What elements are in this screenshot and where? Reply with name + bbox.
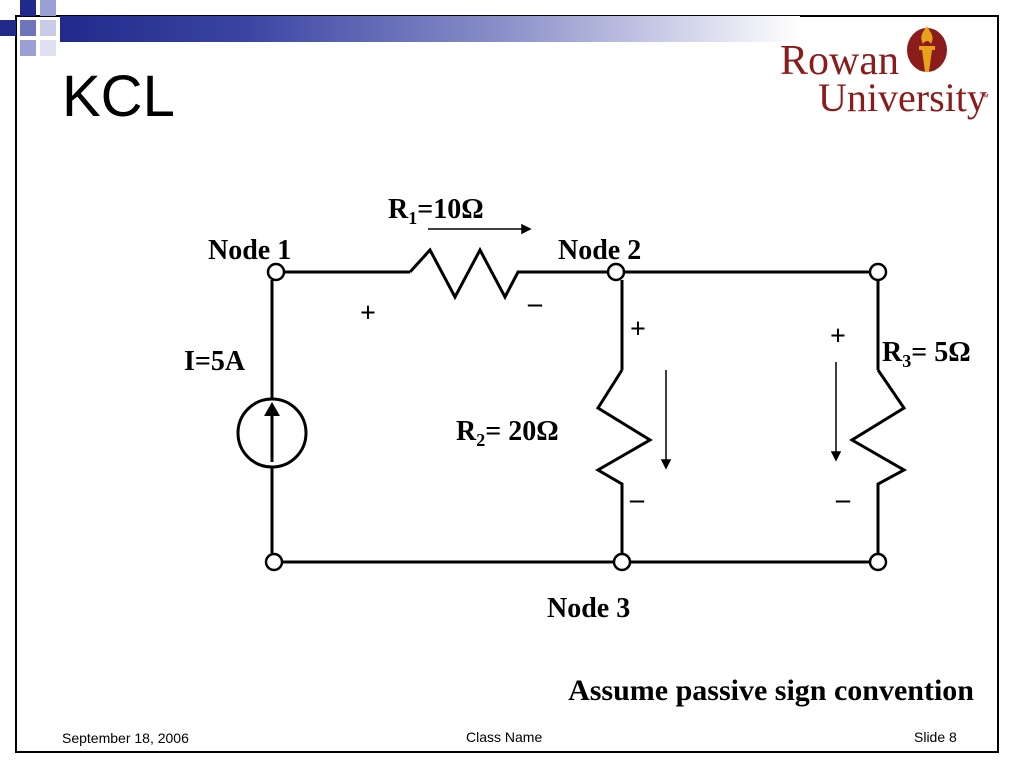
corner-square-3 — [0, 20, 16, 36]
resistor-r1 — [408, 246, 608, 301]
terminal-top-right — [868, 262, 888, 282]
terminal-bottom-right — [868, 552, 888, 572]
r1-label: R1=10Ω — [388, 194, 484, 228]
terminal-node3 — [612, 552, 632, 572]
terminal-bottom-left — [264, 552, 284, 572]
logo-trademark: ™ — [980, 92, 989, 102]
r1-minus: – — [527, 288, 543, 319]
r2-plus: + — [630, 314, 646, 345]
rowan-logo: Rowan University ™ — [780, 20, 990, 120]
r3-plus: + — [830, 321, 846, 352]
node1-label: Node 1 — [208, 235, 291, 266]
corner-square-2 — [40, 0, 56, 16]
note-text: Assume passive sign convention — [568, 674, 974, 707]
corner-square-7 — [40, 40, 56, 56]
footer-date: September 18, 2006 — [62, 730, 189, 746]
terminal-node2 — [606, 262, 626, 282]
current-source — [236, 397, 308, 469]
source-label: I=5A — [184, 346, 246, 377]
corner-square-1 — [20, 0, 36, 16]
corner-square-6 — [20, 40, 36, 56]
node3-label: Node 3 — [547, 593, 630, 624]
node2-label: Node 2 — [558, 235, 641, 266]
corner-square-5 — [40, 20, 56, 36]
corner-square-4 — [20, 20, 36, 36]
torch-icon — [907, 26, 947, 72]
resistor-r3 — [849, 369, 908, 553]
r3-minus: – — [835, 484, 851, 515]
slide-title: KCL — [62, 64, 175, 129]
logo-text-rowan: Rowan — [780, 38, 899, 84]
arrow-up-icon — [264, 402, 280, 416]
r2-label: R2= 20Ω — [456, 416, 559, 450]
arrow-down-icon — [830, 451, 842, 462]
r3-label: R3= 5Ω — [882, 337, 971, 371]
r2-minus: – — [629, 484, 645, 515]
arrow-right-icon — [521, 223, 532, 235]
terminal-node1 — [266, 262, 286, 282]
r1-plus: + — [360, 298, 376, 329]
resistor-r2 — [595, 369, 653, 553]
footer-slide-number: Slide 8 — [914, 729, 957, 745]
footer-class-name: Class Name — [466, 729, 543, 745]
arrow-down-icon — [660, 459, 672, 470]
logo-text-university: University — [818, 75, 987, 120]
title-band — [60, 16, 800, 42]
